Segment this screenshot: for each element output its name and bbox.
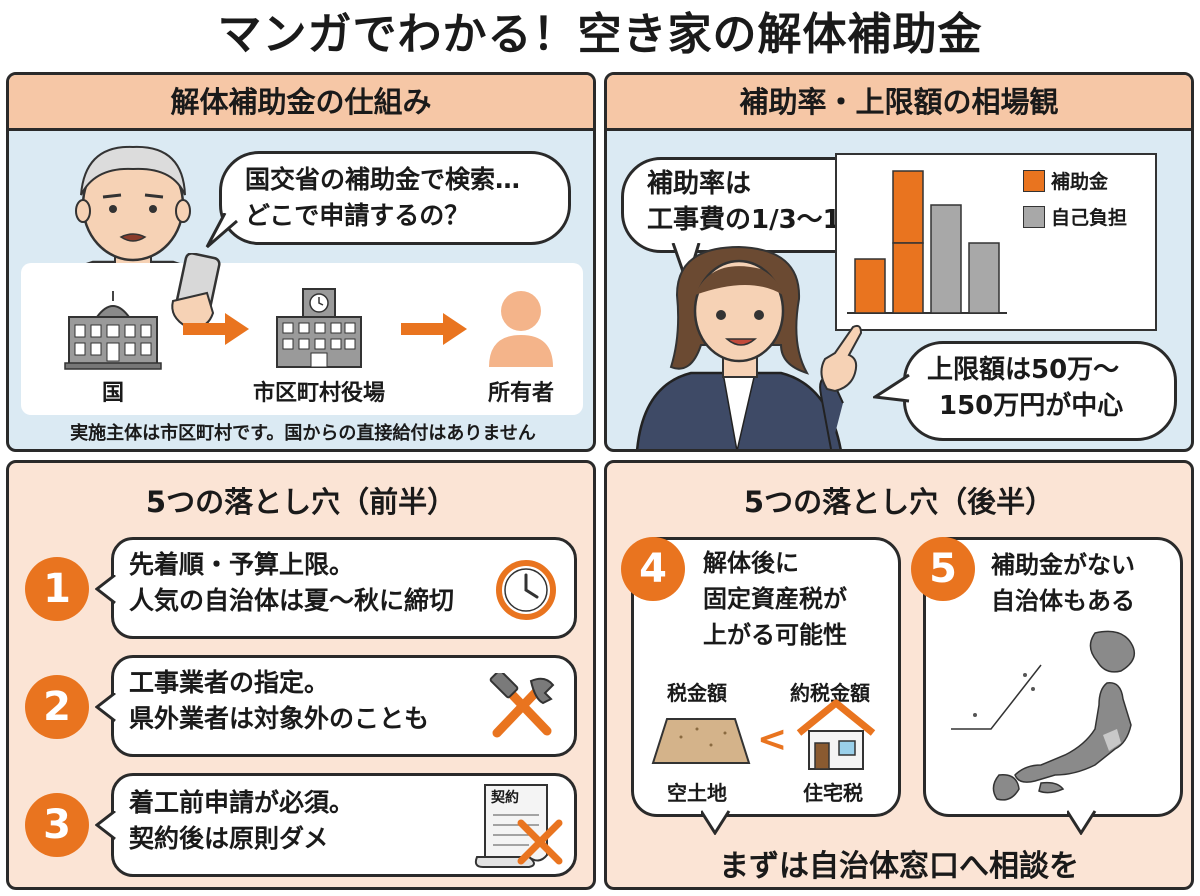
contract-icon [474,784,563,868]
panel-subsidy-mechanism: 解体補助金の仕組み 国交省の補助金で検索… どこで申請するの？ [6,72,596,452]
note-text: 実施主体は市区町村です。国からの直接給付はありません [70,423,536,444]
japan-map-icon [951,630,1136,801]
panel-header: 補助率・上限額の相場観 [607,75,1191,131]
clock-icon [496,560,556,620]
legend-self-pay: 自己負担 [1023,203,1127,230]
pitfall-5-line-1: 補助金がない [991,551,1135,579]
pitfall-4-line-1: 解体後に [703,549,799,577]
vacant-land-label: 空土地 [667,781,727,805]
pitfall-2-line-1: 工事業者の指定。 [129,668,330,697]
speech-line-2: どこで申請するの？ [245,201,470,230]
speech-tail [205,213,238,249]
subsidy-bar-chart [847,170,1007,314]
panel-rate-and-limit: 補助率・上限額の相場観 補助率は 工事費の1/3〜1/2 補助金 自己負担 [604,72,1194,452]
arrow-right-icon [183,313,249,345]
approx-tax-amount-label: 約税金額 [790,681,870,705]
panel-header: 解体補助金の仕組み [9,75,593,131]
pitfall-number-2: 2 [25,675,89,739]
card-tail [1067,810,1097,835]
pointing-hand-icon [820,324,863,393]
panel-header: 5つの落とし穴（後半） [743,485,1055,519]
house-tax-label: 住宅税 [803,781,863,805]
city-hall-icon [276,288,362,368]
speech-bubble [219,151,571,245]
pitfall-4-line-3: 上がる可能性 [703,621,847,649]
speech-limit-line-2: 150万円が中心 [939,391,1124,421]
pitfall-number-1: 1 [25,557,89,621]
card-tail [95,693,116,723]
pitfall-1-line-1: 先着順・予算上限。 [129,550,355,579]
speech-line-1: 国交省の補助金で検索… [245,165,521,194]
tax-amount-label: 税金額 [667,681,727,705]
card-tail [95,575,116,605]
pitfall-number-4: 4 [621,537,685,601]
flow-label-country: 国 [101,381,124,406]
compare-symbol: < [757,719,788,760]
speech-rate-line-2: 工事費の1/3〜1/2 [647,205,869,235]
vacant-land-icon [651,718,751,764]
footer-advice: まずは自治体窓口へ相談を [719,849,1079,884]
flow-label-city-hall: 市区町村役場 [252,381,385,406]
pitfall-4-line-2: 固定資産税が [703,585,847,613]
legend-subsidy: 補助金 [1023,167,1108,194]
panel-pitfalls-first-half: 5つの落とし穴（前半） 1 先着順・予算上限。 人気の自治体は夏〜秋に締切 2 … [6,460,596,890]
pitfall-1-line-2: 人気の自治体は夏〜秋に締切 [129,586,455,615]
house-icon [796,699,876,770]
pitfall-number-5: 5 [911,537,975,601]
pitfall-3-line-2: 契約後は原則ダメ [129,824,329,853]
smartphone-icon [171,253,221,329]
contract-label: 契約 [491,790,519,806]
government-building-icon [64,291,162,370]
businesswoman-illustration [635,245,844,449]
pitfall-2-line-2: 県外業者は対象外のことも [129,704,430,733]
card-tail [701,810,731,835]
card-tail [95,811,116,841]
tools-icon [489,673,555,738]
speech-limit-line-1: 上限額は50万〜 [927,355,1120,385]
speech-tail [873,373,910,403]
person-icon [489,291,553,367]
speech-bubble-limit [903,341,1177,441]
pitfall-5-line-2: 自治体もある [991,587,1135,615]
pitfall-card-2 [111,655,577,757]
panel-header: 5つの落とし穴（前半） [145,485,457,519]
panel-pitfalls-second-half: 5つの落とし穴（後半） 4 解体後に 固定資産税が 上がる可能性 税金額 約税金… [604,460,1194,890]
pitfall-3-line-1: 着工前申請が必須。 [129,788,355,817]
bar-chart-panel: 補助金 自己負担 [835,153,1157,331]
speech-rate-line-1: 補助率は [647,169,752,199]
page-title: マンガでわかる！空き家の解体補助金 [217,9,983,60]
arrow-right-icon [401,313,467,345]
flow-label-owner: 所有者 [487,381,554,406]
pitfall-number-3: 3 [25,793,89,857]
